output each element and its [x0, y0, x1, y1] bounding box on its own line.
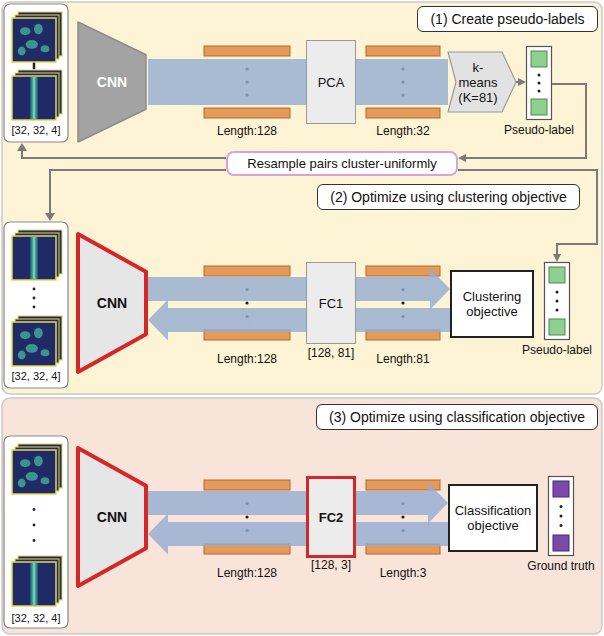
- node-caption: Ground truth: [527, 559, 594, 573]
- flow-arrow: [148, 300, 306, 341]
- node-text: k-means (K=81): [454, 60, 502, 105]
- objective-box: Clustering objective: [450, 270, 534, 338]
- resample-line: [22, 150, 226, 158]
- feature-bar: [366, 108, 440, 118]
- node-text: Classification objective: [454, 503, 532, 533]
- panel-heading: (1) Create pseudo-labels: [417, 6, 598, 32]
- node-text: CNN: [80, 509, 144, 525]
- flow-arrow: [356, 534, 448, 535]
- node-text: CNN: [80, 74, 144, 90]
- ellipsis-dot: [33, 288, 36, 291]
- input-image: [12, 322, 56, 366]
- flow-arrow: [356, 82, 448, 83]
- input-image: [12, 76, 56, 120]
- cnn-trapezoid: CNN: [76, 232, 148, 374]
- ellipsis-dot: [245, 515, 248, 518]
- image-box: [4, 4, 68, 142]
- flow-arrow: [356, 269, 450, 310]
- panel-heading: (2) Optimize using clustering objective: [317, 184, 580, 210]
- feature-bar: [366, 46, 440, 56]
- node-caption: Pseudo-label: [522, 343, 592, 357]
- ellipsis-dot: [33, 306, 36, 309]
- ellipsis-dot: [33, 508, 36, 511]
- arrow-head: [45, 213, 55, 221]
- feature-bar: [204, 108, 290, 118]
- input-image: [12, 450, 56, 494]
- node-text: (3) Optimize using classification object…: [321, 409, 593, 425]
- node-text: (1) Create pseudo-labels: [422, 11, 593, 27]
- fc-box: FC1[128, 81]: [306, 262, 356, 344]
- length-label: Length:32: [376, 124, 429, 138]
- ellipsis-dot: [33, 524, 36, 527]
- image-box: [4, 222, 68, 388]
- node-text: Resample pairs cluster-uniformly: [232, 156, 452, 171]
- feature-bar: [204, 46, 290, 56]
- node-caption: [128, 3]: [311, 558, 351, 572]
- flow-arrow: [356, 320, 450, 321]
- node-caption: Pseudo-label: [504, 123, 574, 137]
- resample-box: Resample pairs cluster-uniformly: [226, 151, 458, 176]
- ellipsis-dot: [33, 539, 36, 542]
- fc-box: FC2[128, 3]: [306, 476, 356, 558]
- image-box: [4, 436, 68, 628]
- feature-bar: [204, 480, 290, 490]
- flow-arrow: [356, 483, 448, 524]
- dimension-label: [32, 32, 4]: [12, 124, 61, 136]
- node-text: CNN: [80, 295, 144, 311]
- ellipsis-dot: [33, 297, 36, 300]
- ellipsis-dot: [245, 301, 248, 304]
- label-vector: Pseudo-label: [526, 46, 552, 120]
- dimension-label: [32, 32, 4]: [12, 612, 61, 624]
- length-label: Length:128: [217, 566, 277, 580]
- dimension-label: [32, 32, 4]: [12, 370, 61, 382]
- resample-line: [50, 170, 226, 214]
- flow-arrow: [148, 514, 306, 555]
- label-vector-outline: [544, 262, 570, 340]
- connector-line: [516, 78, 526, 86]
- label-vector: Ground truth: [548, 476, 574, 556]
- node-text: FC2: [313, 510, 349, 525]
- label-vector: Pseudo-label: [544, 262, 570, 340]
- label-vector-outline: [548, 476, 574, 556]
- node-text: PCA: [311, 75, 351, 90]
- pca-box: PCA: [306, 40, 356, 124]
- panel-background: [2, 398, 602, 634]
- input-image: [12, 236, 56, 280]
- length-label: Length:128: [217, 124, 277, 138]
- length-label: Length:128: [217, 352, 277, 366]
- flow-arrow: [148, 503, 306, 504]
- length-label: Length:3: [380, 566, 427, 580]
- cnn-trapezoid: CNN: [76, 446, 148, 588]
- input-image: [12, 562, 56, 606]
- node-caption: [128, 81]: [308, 346, 355, 360]
- length-label: Length:81: [376, 352, 429, 366]
- kmeans-arrow: k-means (K=81): [448, 52, 516, 112]
- ellipsis-dot: [401, 301, 404, 304]
- feature-bar: [366, 266, 440, 276]
- flow-arrow: [148, 82, 306, 83]
- feature-bar: [204, 266, 290, 276]
- ellipsis-dot: [33, 67, 36, 70]
- arrow-head: [17, 143, 27, 151]
- node-text: Clustering objective: [456, 289, 528, 319]
- ellipsis-dot: [401, 515, 404, 518]
- panel-heading: (3) Optimize using classification object…: [316, 404, 598, 430]
- cnn-trapezoid: CNN: [76, 20, 148, 144]
- input-image: [12, 18, 56, 62]
- node-text: (2) Optimize using clustering objective: [322, 189, 575, 205]
- node-text: FC1: [311, 296, 351, 311]
- objective-box: Classification objective: [448, 484, 538, 552]
- label-vector-outline: [526, 46, 552, 120]
- flow-arrow: [148, 289, 306, 290]
- panel-background: [2, 2, 602, 394]
